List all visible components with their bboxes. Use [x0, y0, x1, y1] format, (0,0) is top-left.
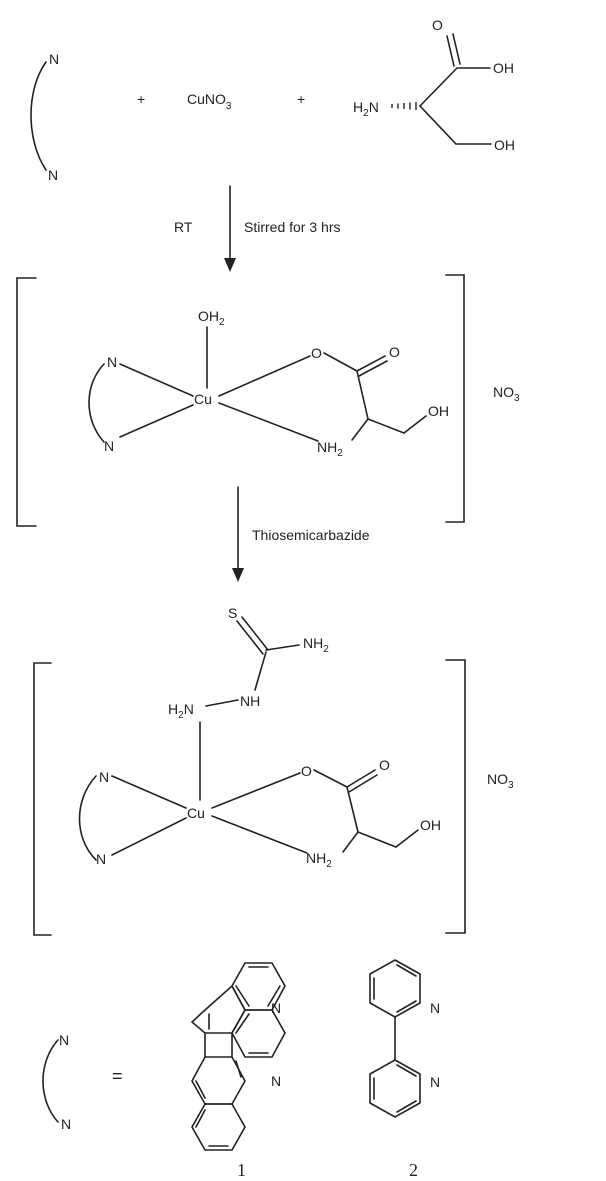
bipy-n-upper: N — [430, 1000, 440, 1016]
complex2-hydrazine-nh2: H2N — [168, 701, 194, 721]
complex2-ester-o: O — [301, 763, 312, 779]
bracket-right-1 — [445, 274, 465, 523]
complex-2: S NH2 NH H2N N N Cu O O OH NH2 — [33, 605, 466, 936]
complex1-copper: Cu — [194, 391, 212, 407]
legend-equals: = — [112, 1066, 123, 1086]
complex2-thio-nh2: NH2 — [303, 635, 329, 655]
legend-n-bottom: N — [61, 1116, 71, 1132]
serine-acid-oh: OH — [493, 60, 514, 76]
condition-rt: RT — [174, 219, 193, 235]
complex-1: N N Cu OH2 O O OH NH2 — [16, 274, 465, 527]
serine-amine: H2N — [353, 99, 379, 119]
reaction-arrow-1 — [224, 185, 236, 272]
plus-sign-2: + — [297, 91, 305, 107]
bidentate-ligand-symbol-reactant: N N — [30, 51, 59, 183]
complex2-amine: NH2 — [306, 850, 332, 870]
label-compound-2: 2 — [409, 1160, 418, 1180]
bipyridine-structure: N N — [369, 959, 440, 1118]
complex2-oh: OH — [420, 817, 441, 833]
complex1-aqua: OH2 — [198, 308, 225, 328]
complex1-ester-o: O — [311, 345, 322, 361]
phen-n-upper: N — [271, 1000, 281, 1016]
label-compound-1: 1 — [237, 1160, 246, 1180]
complex2-n-top: N — [99, 769, 109, 785]
condition-stirred: Stirred for 3 hrs — [244, 219, 340, 235]
serine-carbonyl-o: O — [432, 17, 443, 33]
bipy-n-lower: N — [430, 1074, 440, 1090]
legend-ligand-symbol: N N — [42, 1032, 71, 1132]
complex2-carbonyl-o: O — [379, 757, 390, 773]
complex2-n-bottom: N — [96, 851, 106, 867]
complex2-hydrazide-nh: NH — [240, 693, 260, 709]
serine-molecule: H2N O OH OH — [353, 17, 515, 153]
copper-nitrate: CuNO3 — [187, 91, 232, 112]
hashed-wedge-bond — [391, 102, 417, 110]
phenanthroline-structure: N N — [190, 962, 286, 1151]
serine-side-oh: OH — [494, 137, 515, 153]
phen-n-lower: N — [271, 1073, 281, 1089]
bracket-right-2 — [445, 659, 466, 934]
reaction-arrow-2 — [232, 486, 244, 582]
complex1-amine: NH2 — [317, 439, 343, 459]
complex1-n-top: N — [107, 354, 117, 370]
complex2-copper: Cu — [187, 805, 205, 821]
complex2-thione-s: S — [228, 605, 237, 621]
complex1-carbonyl-o: O — [389, 344, 400, 360]
bracket-left-2 — [33, 662, 52, 936]
complex1-n-bottom: N — [104, 438, 114, 454]
complex1-oh: OH — [428, 403, 449, 419]
reagent-thiosemicarbazide: Thiosemicarbazide — [252, 527, 370, 543]
legend-n-top: N — [59, 1032, 69, 1048]
bracket-left-1 — [16, 277, 37, 527]
ligand-n-top: N — [49, 51, 59, 67]
plus-sign-1: + — [137, 91, 145, 107]
complex2-counterion: NO3 — [487, 771, 514, 791]
complex1-counterion: NO3 — [493, 384, 520, 404]
ligand-n-bottom: N — [48, 167, 58, 183]
